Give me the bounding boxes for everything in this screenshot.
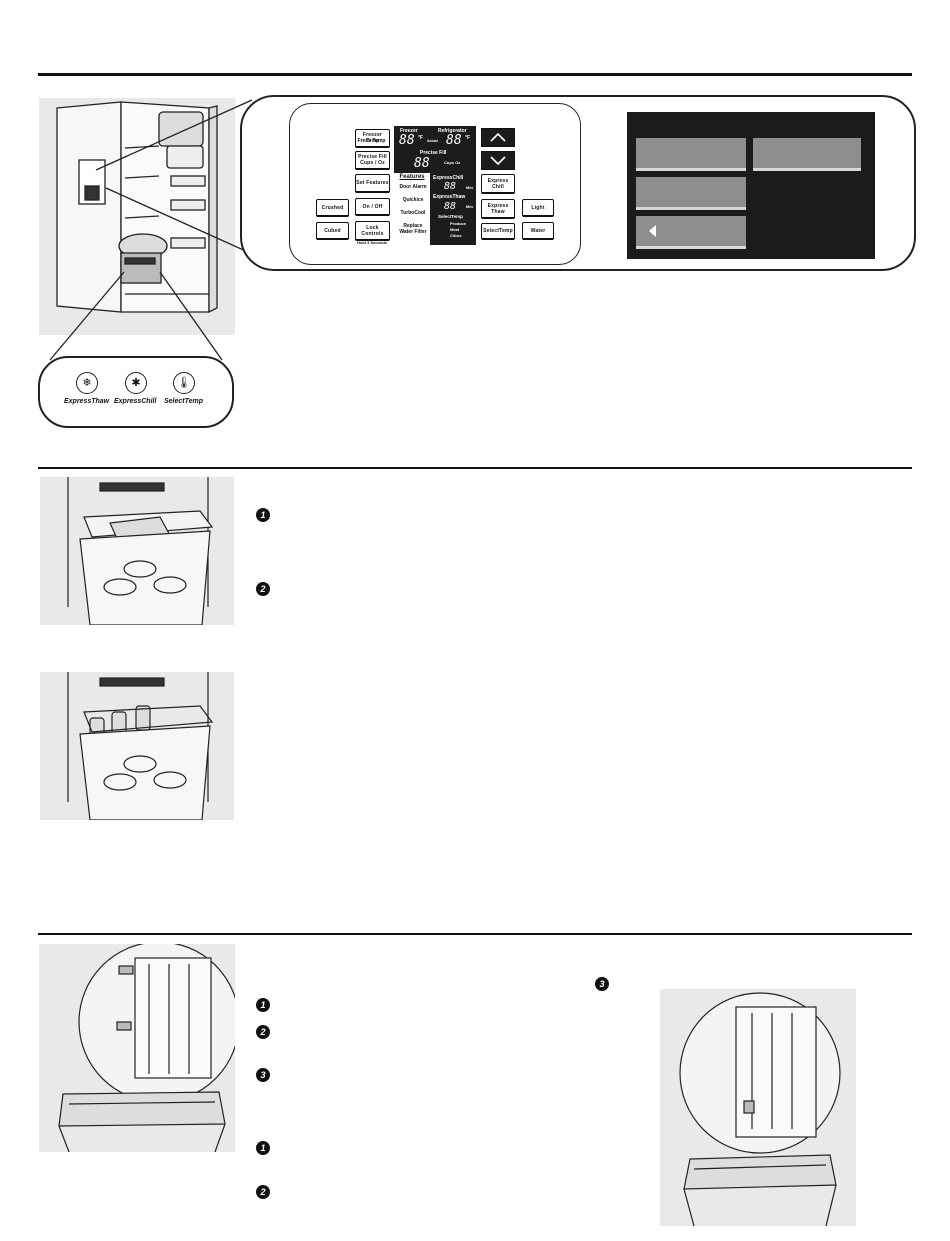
drawer-with-cans-illustration <box>40 672 234 820</box>
select-temp-button[interactable]: SelectTemp <box>481 223 515 240</box>
bin-removal-illustration <box>39 944 235 1152</box>
step-marker-1: 1 <box>256 998 270 1012</box>
screen-button-1[interactable] <box>636 138 746 171</box>
quickice-label: Quickice <box>402 197 424 203</box>
express-chill-icon[interactable]: ✱ <box>125 372 147 394</box>
express-thaw-icon[interactable]: ❄ <box>76 372 98 394</box>
water-button[interactable]: Water <box>522 222 554 240</box>
step-marker-3: 3 <box>256 1068 270 1082</box>
lcd-thaw-min-label: Min <box>466 204 473 209</box>
chevron-up-icon <box>490 132 506 142</box>
express-thaw-button[interactable]: Express Thaw <box>481 199 515 219</box>
express-chill-label: ExpressChill <box>114 398 157 405</box>
hold-3-seconds-label: Hold 3 Seconds <box>356 240 387 245</box>
precise-fill-button[interactable]: Precise Fill Cups / Oz <box>355 151 390 170</box>
back-arrow-icon <box>649 225 656 237</box>
express-thaw-label: ExpressThaw <box>64 398 110 405</box>
lcd-freezer-label: Freezer <box>400 128 418 134</box>
lcd-meat-label: Meat <box>450 227 460 232</box>
turbocool-label: TurboCool <box>400 210 426 216</box>
screen-button-2[interactable] <box>753 138 861 171</box>
freezer-temp-label: Freezer Temp <box>362 132 383 144</box>
chevron-down-icon <box>490 156 506 166</box>
lcd-refrigerator-value: 88 <box>446 133 462 148</box>
temp-up-button[interactable] <box>481 128 515 147</box>
step-marker-3-inline: 3 <box>595 977 609 991</box>
lcd-thaw-value: 88 <box>444 201 457 212</box>
lcd-fill-value: 88 <box>414 156 430 171</box>
lcd-express-chill-label: ExpressChill <box>433 175 464 181</box>
bin-control-panel: ❄ ✱ 🌡 ExpressThaw ExpressChill SelectTem… <box>38 356 234 428</box>
drawer-with-food-illustration <box>40 477 234 625</box>
lcd-actual-label: Actual <box>427 139 438 143</box>
step-marker-2: 2 <box>256 1025 270 1039</box>
lcd-chill-min-label: Min <box>466 185 473 190</box>
light-button[interactable]: Light <box>522 199 554 217</box>
express-display: ExpressChill 88 Min ExpressThaw 88 Min S… <box>430 173 476 245</box>
express-chill-button[interactable]: Express Chill <box>481 174 515 194</box>
section-divider-1 <box>38 467 912 469</box>
lcd-refrigerator-degree: °F <box>465 135 471 141</box>
replace-water-filter-label: Replace Water Filter <box>399 223 427 235</box>
cubed-button[interactable]: Cubed <box>316 222 349 240</box>
lcd-select-temp-label: SelectTemp <box>438 214 463 219</box>
lcd-chill-value: 88 <box>444 181 457 192</box>
lcd-produce-label: Produce <box>450 221 467 226</box>
display-screen <box>627 112 875 259</box>
screen-back-button[interactable] <box>636 216 746 249</box>
lcd-express-thaw-label: ExpressThaw <box>433 194 466 200</box>
lcd-refrigerator-label: Refrigerator <box>438 128 467 134</box>
lcd-freezer-degree: °F <box>418 135 424 141</box>
header-rule <box>38 73 912 76</box>
refrigerator-illustration <box>39 98 235 335</box>
section-divider-2 <box>38 933 912 935</box>
door-alarm-label: Door Alarm <box>399 184 427 190</box>
lcd-citrus-label: Citrus <box>450 233 462 238</box>
bin-replacement-illustration <box>660 989 856 1226</box>
lock-controls-button[interactable]: Lock Controls <box>355 221 390 241</box>
lcd-precise-fill-label: Precise Fill <box>420 150 447 156</box>
select-temp-icon[interactable]: 🌡 <box>173 372 195 394</box>
lcd-freezer-value: 88 <box>399 133 415 148</box>
lcd-cups-oz-label: Cups Oz <box>444 160 461 165</box>
temperature-display: Freezer Refrigerator 88 °F Actual 88 °F … <box>394 126 476 173</box>
temp-down-button[interactable] <box>481 151 515 170</box>
step-marker-2: 2 <box>256 582 270 596</box>
features-heading: Features <box>399 174 425 180</box>
select-temp-label: SelectTemp <box>164 398 204 405</box>
step-marker-1: 1 <box>256 1141 270 1155</box>
screen-button-3[interactable] <box>636 177 746 210</box>
step-marker-2: 2 <box>256 1185 270 1199</box>
step-marker-1: 1 <box>256 508 270 522</box>
fresh-temp-label: Fresh Temp <box>357 138 386 144</box>
set-features-button[interactable]: Set Features <box>355 174 390 193</box>
crushed-button[interactable]: Crushed <box>316 199 349 217</box>
freezer-temp-button[interactable]: Freezer Temp <box>355 129 390 148</box>
on-off-button[interactable]: On / Off <box>355 198 390 216</box>
